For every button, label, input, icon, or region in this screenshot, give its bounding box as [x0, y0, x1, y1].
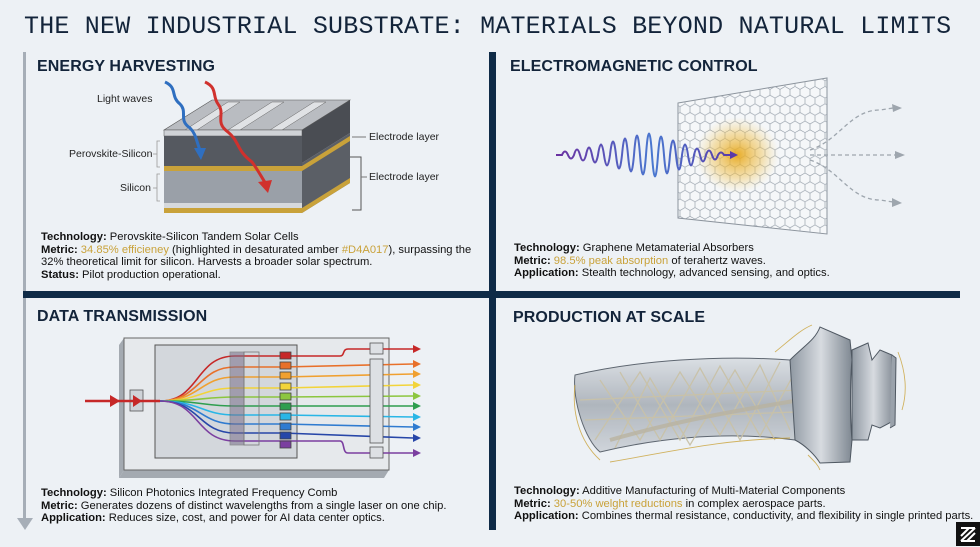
- metric-hex: #D4A017: [341, 243, 389, 256]
- technology-label: Technology:: [41, 231, 107, 243]
- energy-description: Technology: Perovskite-Silicon Tandem So…: [41, 231, 486, 281]
- label-light-waves: Light waves: [97, 93, 153, 105]
- metric-label: Metric:: [514, 497, 551, 510]
- section-title: DATA TRANSMISSION: [37, 308, 208, 325]
- application-label: Application:: [514, 510, 579, 523]
- technology-value: Graphene Metamaterial Absorbers: [582, 242, 754, 254]
- data-description: Technology: Silicon Photonics Integrated…: [41, 487, 481, 525]
- section-title: ENERGY HARVESTING: [37, 58, 216, 75]
- zz-logo-icon: [956, 522, 980, 546]
- technology-value: Perovskite-Silicon Tandem Solar Cells: [109, 231, 299, 243]
- technology-label: Technology:: [514, 485, 580, 497]
- status-label: Status:: [41, 268, 79, 281]
- production-description: Technology: Additive Manufacturing of Mu…: [514, 485, 974, 523]
- metric-label: Metric:: [41, 243, 78, 256]
- technology-value: Additive Manufacturing of Multi-Material…: [582, 485, 846, 497]
- horizontal-divider: [23, 291, 960, 298]
- electromagnetic-description: Technology: Graphene Metamaterial Absorb…: [514, 242, 954, 280]
- timeline-line: [23, 52, 26, 522]
- metric-value: Generates dozens of distinct wavelengths…: [80, 499, 447, 512]
- application-value: Combines thermal resistance, conductivit…: [581, 510, 974, 523]
- timeline-arrow-down-icon: [17, 518, 33, 530]
- label-perovskite-silicon: Perovskite-Silicon: [69, 148, 153, 160]
- application-label: Application:: [41, 512, 106, 525]
- metric-highlight: 34.85% efficieney: [80, 243, 169, 256]
- metric-highlight: 30-50% welght reductions: [553, 497, 683, 510]
- application-value: Stealth technology, advanced sensing, an…: [581, 267, 830, 280]
- metric-label: Metric:: [514, 254, 551, 267]
- application-value: Reduces size, cost, and power for AI dat…: [108, 512, 385, 525]
- label-electrode-top: Electrode layer: [369, 131, 440, 143]
- technology-label: Technology:: [41, 487, 107, 499]
- metric-tail: in complex aerospace parts.: [685, 497, 826, 510]
- metric-mid: (highlighted in desaturated amber: [172, 243, 339, 256]
- metric-highlight: 98.5% peak absorption: [553, 254, 669, 267]
- section-title: PRODUCTION AT SCALE: [513, 309, 706, 326]
- technology-label: Technology:: [514, 242, 580, 254]
- metric-tail: ), surpassing the 32% theoretical limit …: [41, 243, 472, 269]
- label-electrode-bottom: Electrode layer: [369, 171, 440, 183]
- status-value: Pilot production operational.: [82, 268, 221, 281]
- page-title: THE NEW INDUSTRIAL SUBSTRATE: MATERIALS …: [24, 12, 952, 41]
- label-silicon: Silicon: [120, 182, 151, 194]
- application-label: Application:: [514, 267, 579, 280]
- metric-label: Metric:: [41, 499, 78, 512]
- metric-tail: of terahertz waves.: [671, 254, 766, 267]
- technology-value: Silicon Photonics Integrated Frequency C…: [109, 487, 338, 499]
- section-title: ELECTROMAGNETIC CONTROL: [510, 58, 758, 75]
